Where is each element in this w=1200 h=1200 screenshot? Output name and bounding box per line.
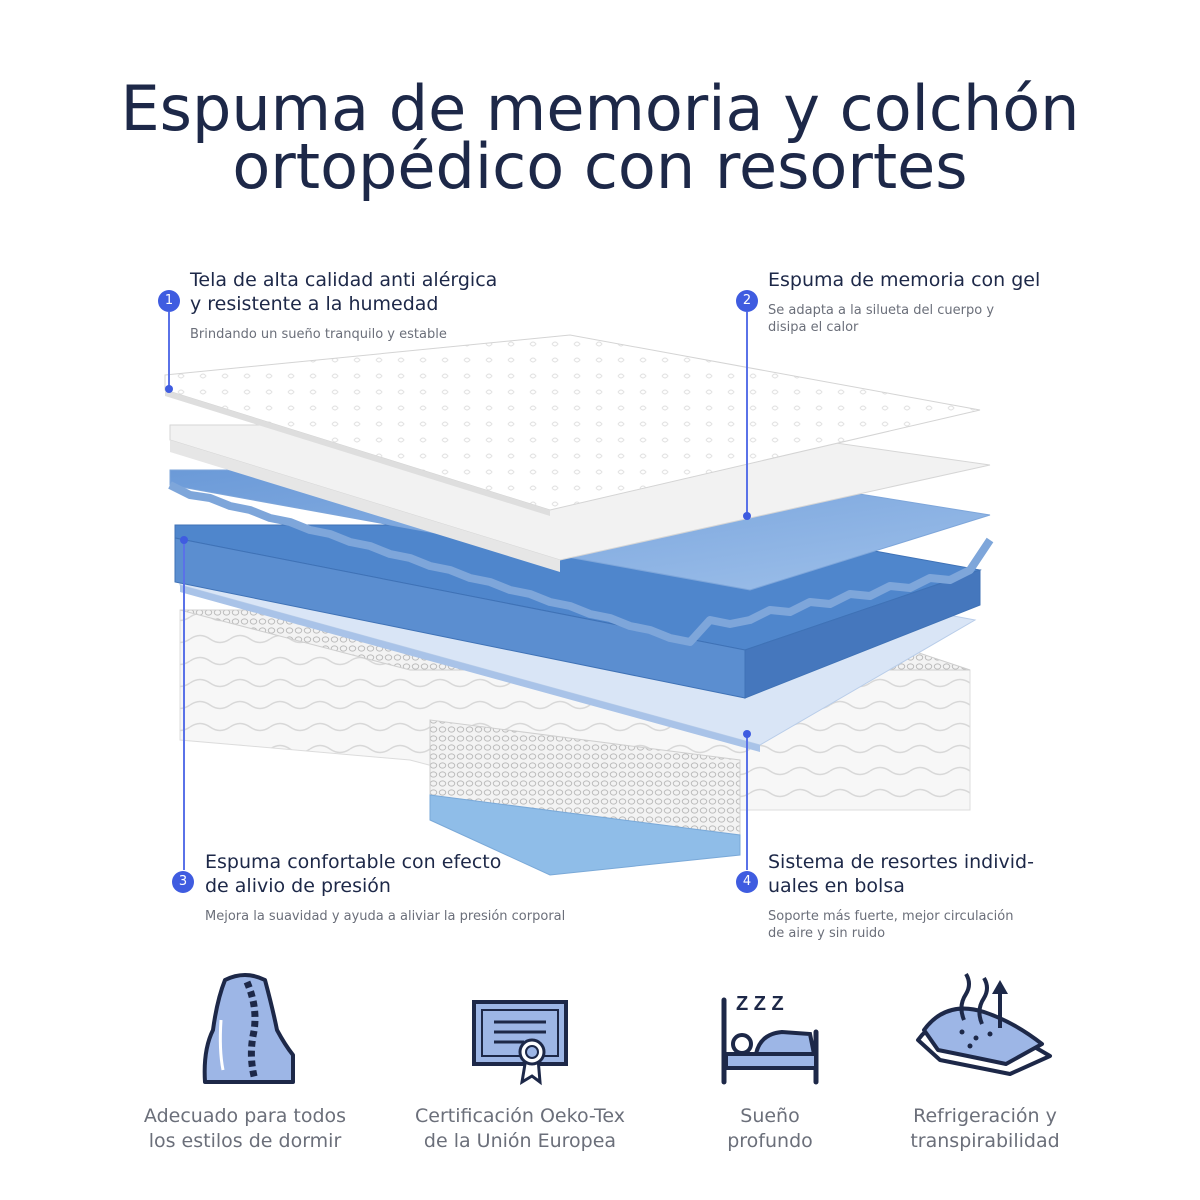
callout-line-4 xyxy=(746,734,748,870)
certificate-icon xyxy=(472,1000,568,1086)
callout-dot-4 xyxy=(743,730,751,738)
layer-callout-3: Espuma confortable con efecto de alivio … xyxy=(205,850,565,925)
layer-desc-2: Se adapta a la silueta del cuerpo y disi… xyxy=(768,302,1040,336)
feature-1-line-2: los estilos de dormir xyxy=(148,1130,342,1152)
feature-cooling: Refrigeración y transpirabilidad xyxy=(855,970,1115,1154)
layer-desc-2-line-2: disipa el calor xyxy=(768,320,859,335)
feature-label-cooling: Refrigeración y transpirabilidad xyxy=(855,1104,1115,1154)
layer-title-2-line-1: Espuma de memoria con gel xyxy=(768,269,1041,291)
layer-title-2: Espuma de memoria con gel xyxy=(768,268,1040,292)
layer-callout-1: Tela de alta calidad anti alérgica y res… xyxy=(190,268,497,343)
layer-title-1-line-2: y resistente a la humedad xyxy=(190,293,439,315)
layer-badge-1: 1 xyxy=(158,290,180,312)
title-line-1: Espuma de memoria y colchón xyxy=(120,72,1080,145)
layer-title-3-line-1: Espuma confortable con efecto xyxy=(205,851,502,873)
feature-certification: Certificación Oeko-Tex de la Unión Europ… xyxy=(390,970,650,1154)
callout-dot-2 xyxy=(743,512,751,520)
feature-2-line-1: Certificación Oeko-Tex xyxy=(414,1105,626,1127)
layer-title-4-line-1: Sistema de resortes individ- xyxy=(768,851,1034,873)
layer-desc-2-line-1: Se adapta a la silueta del cuerpo y xyxy=(768,303,995,318)
layer-desc-3-line-1: Mejora la suavidad y ayuda a aliviar la … xyxy=(205,909,566,924)
callout-line-2 xyxy=(746,312,748,514)
layer-desc-4-line-1: Soporte más fuerte, mejor circulación xyxy=(768,909,1014,924)
cooling-airflow-icon xyxy=(916,972,1052,1076)
layer-title-3: Espuma confortable con efecto de alivio … xyxy=(205,850,565,898)
feature-deep-sleep: Z Z Z Sueño profundo xyxy=(640,970,900,1154)
layer-title-1: Tela de alta calidad anti alérgica y res… xyxy=(190,268,497,316)
page-title: Espuma de memoria y colchón ortopédico c… xyxy=(0,72,1200,203)
layer-badge-3: 3 xyxy=(172,871,194,893)
feature-label-deep-sleep: Sueño profundo xyxy=(640,1104,900,1154)
layer-badge-2: 2 xyxy=(736,290,758,312)
feature-3-line-2: profundo xyxy=(727,1130,813,1152)
layer-desc-4-line-2: de aire y sin ruido xyxy=(768,926,886,941)
callout-dot-3 xyxy=(180,536,188,544)
feature-3-line-1: Sueño xyxy=(740,1105,800,1127)
layer-desc-1-line-1: Brindando un sueño tranquilo y estable xyxy=(190,327,447,342)
callout-line-1 xyxy=(168,312,170,388)
feature-1-line-1: Adecuado para todos xyxy=(143,1105,347,1127)
feature-label-certification: Certificación Oeko-Tex de la Unión Europ… xyxy=(390,1104,650,1154)
callout-dot-1 xyxy=(165,385,173,393)
layer-title-4-line-2: uales en bolsa xyxy=(768,875,905,897)
layer-desc-1: Brindando un sueño tranquilo y estable xyxy=(190,326,497,343)
title-line-2: ortopédico con resortes xyxy=(232,130,968,203)
layer-desc-3: Mejora la suavidad y ayuda a aliviar la … xyxy=(205,908,565,925)
feature-2-line-2: de la Unión Europea xyxy=(423,1130,617,1152)
layer-title-3-line-2: de alivio de presión xyxy=(205,875,391,897)
layer-callout-4: Sistema de resortes individ- uales en bo… xyxy=(768,850,1034,942)
layer-title-4: Sistema de resortes individ- uales en bo… xyxy=(768,850,1034,898)
feature-sleep-styles: Adecuado para todos los estilos de dormi… xyxy=(115,970,375,1154)
sleeping-bed-icon: Z Z Z xyxy=(721,993,819,1085)
spine-back-icon xyxy=(202,973,295,1084)
layer-title-1-line-1: Tela de alta calidad anti alérgica xyxy=(190,269,498,291)
feature-4-line-1: Refrigeración y xyxy=(913,1105,1057,1127)
zzz-text: Z Z Z xyxy=(736,993,784,1015)
layer-desc-4: Soporte más fuerte, mejor circulación de… xyxy=(768,908,1034,942)
layer-badge-4: 4 xyxy=(736,871,758,893)
mattress-layers-illustration xyxy=(164,334,994,876)
feature-label-sleep-styles: Adecuado para todos los estilos de dormi… xyxy=(115,1104,375,1154)
feature-4-line-2: transpirabilidad xyxy=(910,1130,1060,1152)
layer-callout-2: Espuma de memoria con gel Se adapta a la… xyxy=(768,268,1040,336)
callout-line-3 xyxy=(183,540,185,870)
